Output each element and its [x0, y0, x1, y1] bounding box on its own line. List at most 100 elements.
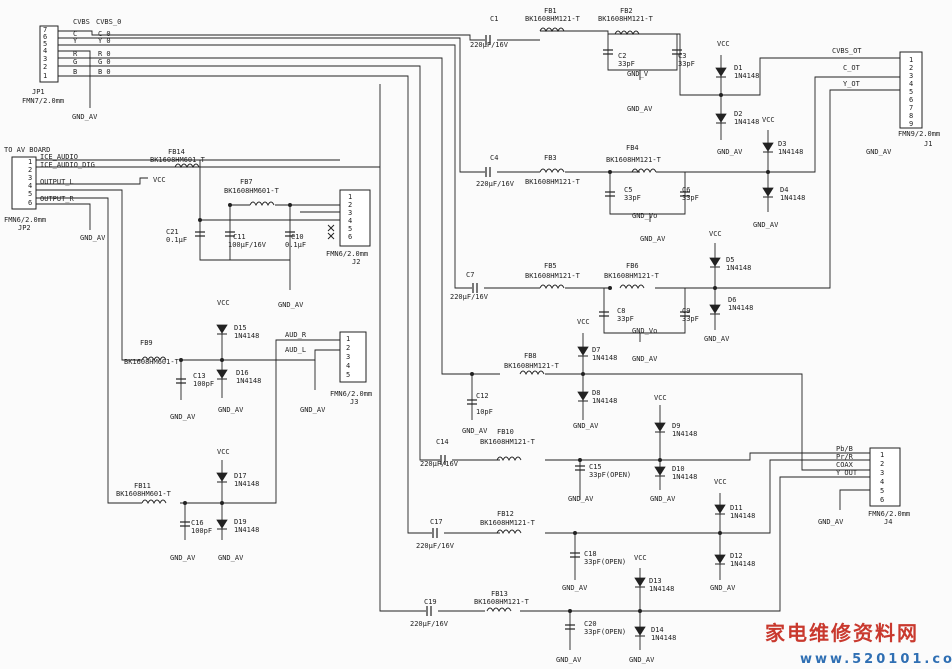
watermark-cn: 家电维修资料网: [765, 621, 919, 645]
j4-pin-5: 5: [880, 487, 884, 495]
d2-ref: D2: [734, 110, 742, 118]
fb11-ref: FB11: [134, 482, 151, 490]
gnd-d6: GND_AV: [704, 335, 730, 343]
fb9-ref: FB9: [140, 339, 153, 347]
d12-ref: D12: [730, 552, 743, 560]
net-c: C: [73, 30, 77, 38]
j4-ref: J4: [884, 518, 892, 526]
d9-ref: D9: [672, 422, 680, 430]
gnd-c5: GND_AV: [640, 235, 666, 243]
gnd-vo-1: GND_Vo: [632, 212, 657, 220]
jp2-pin-5: 5: [28, 190, 32, 198]
jp1-pin-2: 2: [43, 63, 47, 71]
j1-pin-9: 9: [909, 120, 913, 128]
c14-value: 220μF/16V: [420, 460, 459, 468]
c2-ref: C2: [618, 52, 626, 60]
jp1-pin-5: 5: [43, 40, 47, 48]
jp2-pin-2: 2: [28, 166, 32, 174]
c12-value: 10pF: [476, 408, 493, 416]
net-r-0: R_0: [98, 50, 111, 58]
j4-pin-3: 3: [880, 469, 884, 477]
c7-ref: C7: [466, 271, 474, 279]
j2-pin-6: 6: [348, 233, 352, 241]
d4-value: 1N4148: [780, 194, 805, 202]
net-r: R: [73, 50, 78, 58]
gnd-j4: GND_AV: [818, 518, 844, 526]
j1-ref: J1: [924, 140, 932, 148]
j1-pin-5: 5: [909, 88, 913, 96]
gnd-vo-2: GND_Vo: [632, 327, 657, 335]
d11-ref: D11: [730, 504, 743, 512]
fb11-value: BK1608HM601-T: [116, 490, 172, 498]
c19-ref: C19: [424, 598, 437, 606]
j2-model: FMN6/2.0mm: [326, 250, 368, 258]
d13-ref: D13: [649, 577, 662, 585]
d2-value: 1N4148: [734, 118, 759, 126]
fb8-value: BK1608HM121-T: [504, 362, 560, 370]
c15-value: 33pF(OPEN): [589, 471, 631, 479]
fb12-ref: FB12: [497, 510, 514, 518]
net-y-0: Y_0: [98, 37, 111, 45]
wires: [36, 30, 900, 650]
c21-value: 0.1μF: [166, 236, 187, 244]
d16-ref: D16: [236, 369, 249, 377]
no-connect-marks: [327, 224, 335, 240]
d11-value: 1N4148: [730, 512, 755, 520]
capacitors: [176, 35, 690, 630]
net-g-0: G_0: [98, 58, 111, 66]
j4-pin-6: 6: [880, 496, 884, 504]
diodes: [216, 67, 774, 637]
d7-ref: D7: [592, 346, 600, 354]
j3-ref: J3: [350, 398, 358, 406]
gnd-c8: GND_AV: [632, 355, 658, 363]
net-pr-r: Pr/R: [836, 453, 854, 461]
fb1-value: BK1608HM121-T: [525, 15, 581, 23]
net-c-0: C_0: [98, 30, 111, 38]
vcc-d17: VCC: [217, 448, 230, 456]
d12-value: 1N4148: [730, 560, 755, 568]
net-aud-r: AUD_R: [285, 331, 307, 339]
j1-pin-7: 7: [909, 104, 913, 112]
gnd-d14: GND_AV: [629, 656, 655, 664]
c5-ref: C5: [624, 186, 632, 194]
d10-value: 1N4148: [672, 473, 697, 481]
c21-ref: C21: [166, 228, 179, 236]
c7-value: 220μF/16V: [450, 293, 489, 301]
ferrite-beads: [141, 27, 657, 613]
gnd-c2: GND_AV: [627, 105, 653, 113]
c18-ref: C18: [584, 550, 597, 558]
jp1-pin-4: 4: [43, 47, 47, 55]
d16-value: 1N4148: [236, 377, 261, 385]
fb14-ref: FB14: [168, 148, 185, 156]
gnd-d2: GND_AV: [717, 148, 743, 156]
d9-value: 1N4148: [672, 430, 697, 438]
fb4-ref: FB4: [626, 144, 639, 152]
gnd-j1: GND_AV: [866, 148, 892, 156]
d5-value: 1N4148: [726, 264, 751, 272]
jp1-pin-1: 1: [43, 72, 47, 80]
d17-value: 1N4148: [234, 480, 259, 488]
j3-pin-1: 1: [346, 335, 350, 343]
d3-value: 1N4148: [778, 148, 803, 156]
fb14-value: BK1608HM601-T: [150, 156, 206, 164]
jp2-pin-6: 6: [28, 199, 32, 207]
fb10-ref: FB10: [497, 428, 514, 436]
gnd-d19: GND_AV: [218, 554, 244, 562]
gnd-d16: GND_AV: [218, 406, 244, 414]
c11-ref: C11: [233, 233, 246, 241]
net-ice-audio-dig: ICE_AUDIO_DIG: [40, 161, 95, 169]
jp1-model: FMN7/2.0mm: [22, 97, 64, 105]
net-coax: COAX: [836, 461, 854, 469]
fb5-ref: FB5: [544, 262, 557, 270]
j1-pin-8: 8: [909, 112, 913, 120]
vcc-d11: VCC: [714, 478, 727, 486]
d15-ref: D15: [234, 324, 247, 332]
fb10-value: BK1608HM121-T: [480, 438, 536, 446]
jp1-ref: JP1: [32, 88, 45, 96]
d8-ref: D8: [592, 389, 600, 397]
j3-model: FMN6/2.0mm: [330, 390, 372, 398]
j3-pin-2: 2: [346, 344, 350, 352]
c9-value: 33pF: [682, 315, 699, 323]
jp2-pin-4: 4: [28, 182, 32, 190]
